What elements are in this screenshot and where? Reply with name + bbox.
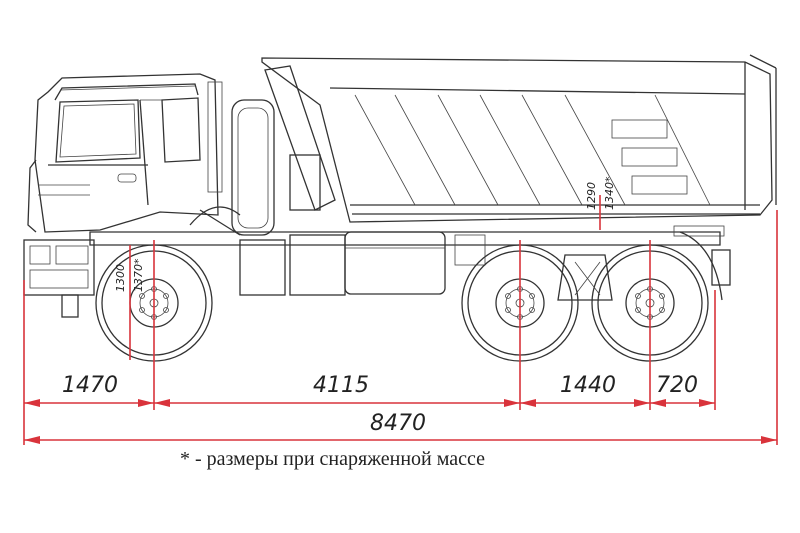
front-height-1-label: 1300 <box>114 264 127 292</box>
rear-axle-spacing-label: 1440 <box>560 373 616 398</box>
front-height-2-label: 1370* <box>132 258 145 292</box>
footnote: * - размеры при снаряженной массе <box>180 448 485 470</box>
overall-length-label: 8470 <box>370 411 426 436</box>
body-height-2-label: 1340* <box>603 176 616 210</box>
body-diagonal-ribs <box>354 94 711 206</box>
front-overhang-label: 1470 <box>62 373 118 398</box>
front-bumper <box>23 239 95 318</box>
body-height-1-label: 1290 <box>585 182 598 210</box>
overall-dimension-line <box>24 436 777 444</box>
dump-body <box>261 54 777 223</box>
segment-dimension-line <box>24 399 715 407</box>
cab <box>27 73 223 233</box>
rear-overhang-label: 720 <box>656 373 698 398</box>
extension-lines <box>23 195 778 445</box>
wheelbase-label: 4115 <box>313 373 369 398</box>
rear-fender <box>673 225 731 301</box>
chassis-components <box>89 65 721 296</box>
rear-suspension <box>557 254 613 301</box>
spare-wheel <box>231 99 275 236</box>
